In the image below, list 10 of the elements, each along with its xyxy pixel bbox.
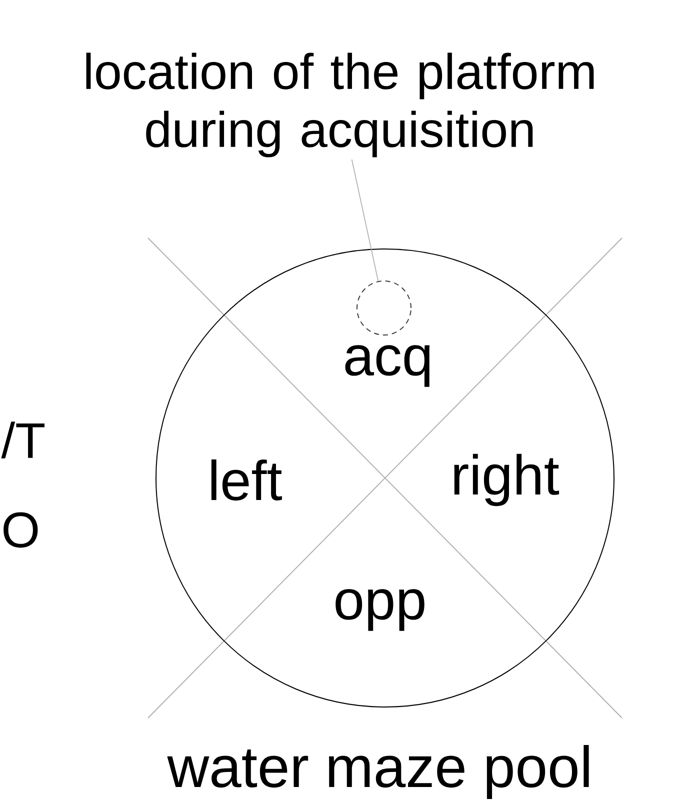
- side-label: O: [4, 512, 38, 548]
- caption-text: water maze pool: [167, 744, 589, 800]
- quadrant-label: right: [454, 454, 560, 506]
- quadrant-label: acq: [345, 345, 430, 387]
- heading-text: location of the platform during acquisition: [86, 52, 594, 158]
- leader-line: [351, 159, 379, 282]
- quadrant-label: left: [211, 459, 282, 501]
- platform-circle: [356, 280, 412, 336]
- side-label: /T: [1, 422, 44, 458]
- quadrant-label: opp: [336, 589, 424, 631]
